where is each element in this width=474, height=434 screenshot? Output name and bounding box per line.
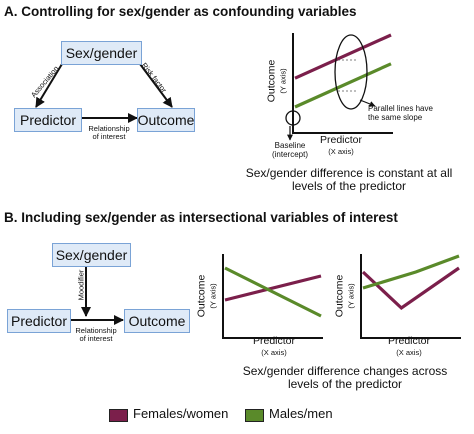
outcome-box-b: Outcome [124,309,190,333]
predictor-box-a: Predictor [14,108,82,132]
baseline-circle [285,110,301,126]
predictor-box-b: Predictor [7,309,71,333]
risk-factor-arrow [139,63,173,108]
legend-label-males: Males/men [269,406,333,421]
section-b-title: B. Including sex/gender as intersectiona… [4,210,398,225]
legend-label-females: Females/women [133,406,229,421]
chart-b1-xlabel: Predictor (X axis) [252,335,295,358]
relationship-label-a: Relationship of interest [88,124,130,141]
chart-a-xlabel: Predictor (X axis) [319,134,362,157]
parallel-annotation: Parallel lines have the same slope [368,104,433,122]
parallel-pointer [359,99,376,107]
association-arrow [35,63,63,108]
chart-b2-axes [360,254,461,339]
modifier-label: Moodifier [76,269,86,301]
chart-b1-series-females [224,274,322,302]
chart-a-series-females [294,33,392,80]
chart-b1 [222,254,323,339]
legend-swatch-females [109,409,128,422]
chart-b1-ylabel: Outcome (Y axis) [195,274,218,318]
sexgender-box-b: Sex/gender [52,243,131,267]
chart-b2-xlabel: Predictor (X axis) [387,335,430,358]
chart-b1-series-males [224,266,322,318]
chart-a-ylabel: Outcome (Y axis) [265,59,288,103]
parallel-ellipse [334,34,368,110]
caption-a: Sex/gender difference is constant at all… [245,166,453,193]
outcome-box-a: Outcome [137,108,195,132]
section-a-title: A. Controlling for sex/gender as confoun… [4,4,357,19]
chart-a-axes [292,33,393,134]
chart-a [292,33,393,134]
legend-swatch-males [245,409,264,422]
chart-b2-ylabel: Outcome (Y axis) [333,274,356,318]
relationship-label-b: Relationship of interest [75,326,117,343]
chart-b1-axes [222,254,323,339]
chart-a-series-males [294,62,392,109]
sexgender-box-a: Sex/gender [61,41,142,65]
caption-b: Sex/gender difference changes across lev… [242,364,448,391]
chart-b2 [360,254,461,339]
chart-b2-series-males [362,254,460,290]
baseline-annotation: Baseline (intercept) [271,141,308,159]
